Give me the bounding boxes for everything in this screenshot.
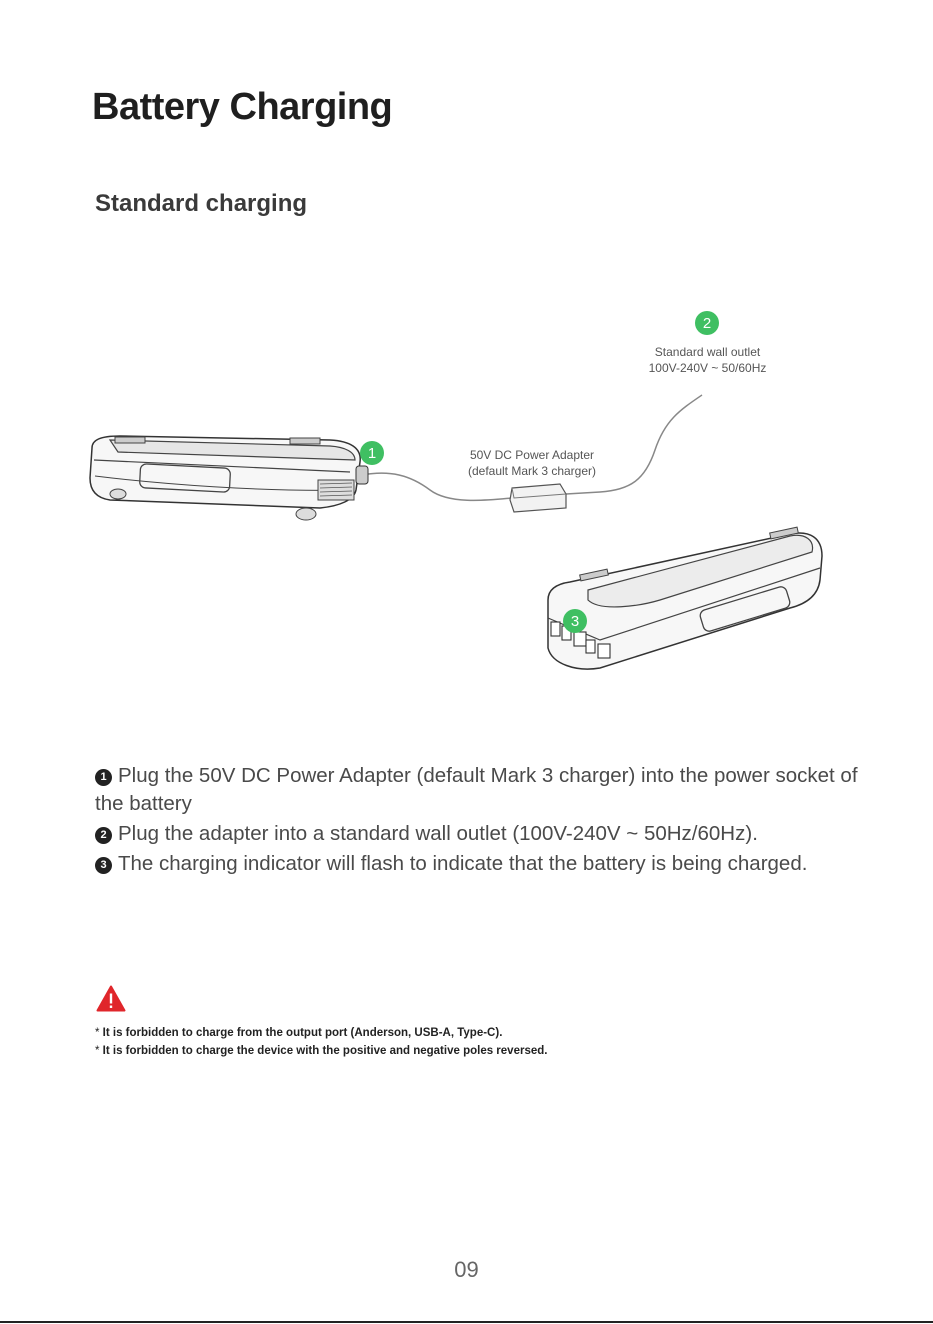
callout-1-badge: 1 [360, 441, 384, 465]
adapter-line1: 50V DC Power Adapter [469, 448, 595, 462]
step-1-number: 1 [95, 768, 112, 786]
step-2-number: 2 [95, 826, 112, 844]
warning-note-1-text: It is forbidden to charge from the outpu… [102, 1027, 503, 1039]
warning-note-2: * It is forbidden to charge the device w… [95, 1042, 547, 1060]
callout-2-badge: 2 [695, 311, 719, 335]
warning-notes: * It is forbidden to charge from the out… [95, 1024, 547, 1060]
warning-note-2-prefix: * [95, 1045, 103, 1057]
step-2: 2 Plug the adapter into a standard wall o… [95, 820, 885, 848]
section-title: Standard charging [95, 190, 308, 217]
adapter-label: 50V DC Power Adapter (default Mark 3 cha… [452, 447, 612, 479]
step-3-number: 3 [95, 856, 112, 874]
warning-icon [96, 985, 126, 1012]
wall-outlet-line2: 100V-240V ~ 50/60Hz [648, 361, 767, 375]
callout-3-badge: 3 [563, 609, 587, 633]
footer-divider [0, 1321, 933, 1323]
wall-cable [565, 394, 703, 495]
page-number: 09 [454, 1257, 479, 1282]
adapter-line2: (default Mark 3 charger) [467, 464, 597, 478]
warning-note-2-text: It is forbidden to charge the device wit… [102, 1045, 548, 1057]
charging-illustration [89, 394, 823, 670]
step-1-text: Plug the 50V DC Power Adapter (default M… [95, 764, 858, 815]
battery-right [547, 526, 823, 670]
step-3-text: The charging indicator will flash to ind… [118, 852, 808, 875]
step-3: 3 The charging indicator will flash to in… [95, 850, 885, 878]
warning-note-1: * It is forbidden to charge from the out… [95, 1024, 547, 1042]
battery-cable [361, 472, 513, 502]
battery-left [89, 435, 369, 521]
step-2-text: Plug the adapter into a standard wall ou… [118, 822, 758, 845]
wall-outlet-label: Standard wall outlet 100V-240V ~ 50/60Hz [620, 344, 795, 376]
page-title: Battery Charging [92, 86, 393, 128]
wall-outlet-line1: Standard wall outlet [654, 345, 761, 359]
warning-note-1-prefix: * [95, 1027, 103, 1039]
power-adapter [509, 483, 567, 513]
